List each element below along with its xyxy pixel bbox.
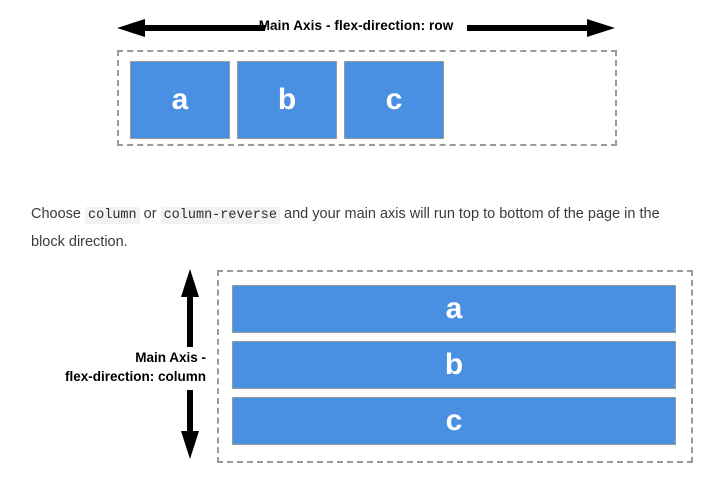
row-direction-figure: Main Axis - flex-direction: row a b c — [0, 0, 712, 165]
column-direction-figure: Main Axis - flex-direction: column a b c — [0, 262, 712, 472]
row-flex-item: a — [130, 61, 230, 139]
prose-tail-text: and your main axis will run top to botto… — [31, 205, 660, 250]
vertical-double-arrow-icon — [181, 269, 199, 459]
horizontal-double-arrow-icon — [117, 19, 615, 37]
row-flex-container: a b c — [117, 50, 617, 146]
column-main-axis-label-line2: flex-direction: column — [64, 369, 206, 384]
column-flex-item: b — [232, 341, 676, 389]
prose-mid-text: or — [139, 205, 161, 222]
description-paragraph: Choose column or column-reverse and your… — [31, 201, 691, 256]
column-flex-container: a b c — [217, 270, 693, 463]
column-main-axis-label-line1: Main Axis - — [135, 350, 206, 365]
row-main-axis-label: Main Axis - flex-direction: row — [258, 18, 454, 33]
inline-code-column: column — [85, 206, 140, 224]
row-flex-item: c — [344, 61, 444, 139]
row-flex-item: b — [237, 61, 337, 139]
prose-lead-text: Choose — [31, 205, 86, 222]
column-flex-item: a — [232, 285, 676, 333]
inline-code-column-reverse: column-reverse — [160, 206, 280, 224]
column-flex-item: c — [232, 397, 676, 445]
column-main-axis-label: Main Axis - flex-direction: column — [0, 348, 212, 386]
